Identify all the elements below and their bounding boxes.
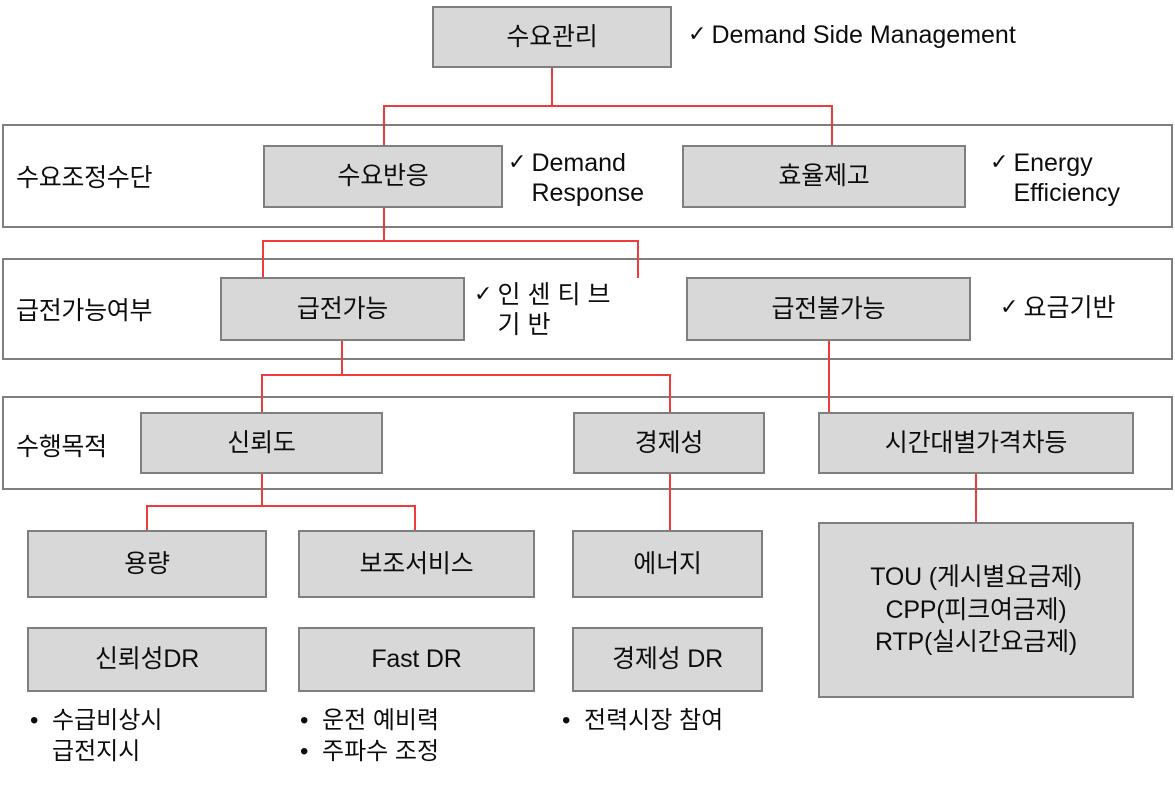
- connector-l3-bus: [261, 374, 671, 376]
- check-icon: ✓: [508, 149, 527, 174]
- list-item-text: 급전지시: [52, 737, 141, 765]
- node-time-of-use-pricing[interactable]: 시간대별가격차등: [818, 412, 1134, 474]
- band-level3: [2, 258, 1173, 360]
- connector-l4-reliability-drop: [261, 374, 263, 412]
- note-incentive-based: ✓ 인센티브 기반: [474, 280, 617, 340]
- node-reliability[interactable]: 신뢰도: [140, 412, 383, 474]
- list-item: • 주파수 조정: [300, 737, 439, 768]
- node-label: 용량: [124, 549, 170, 578]
- node-economic-dr[interactable]: 경제성 DR: [572, 627, 763, 692]
- node-label: 수요반응: [337, 162, 429, 191]
- bullet-dot-icon: •: [30, 707, 39, 734]
- note-text: 인센티브 기반: [497, 280, 617, 340]
- connector-capacity-drop: [146, 505, 148, 531]
- node-fast-dr[interactable]: Fast DR: [298, 627, 535, 692]
- tariff-line-2: CPP(피크여금제): [885, 595, 1067, 624]
- connector-l3-nondispatch-down: [828, 341, 830, 412]
- row-label-purpose: 수행목적: [16, 427, 107, 463]
- list-item: • 전력시장 참여: [562, 706, 723, 737]
- note-line-2: Efficiency: [1013, 179, 1120, 207]
- note-text: 요금기반: [1023, 294, 1116, 322]
- row-label-adjustment-means: 수요조정수단: [16, 158, 153, 194]
- node-demand-response[interactable]: 수요반응: [263, 145, 503, 208]
- connector-reliability-down: [261, 474, 263, 506]
- node-label: 신뢰도: [227, 428, 296, 457]
- connector-l2-left-drop: [383, 105, 385, 145]
- note-demand-side-management: ✓ Demand Side Management: [688, 20, 1016, 50]
- bullet-dot-icon: •: [300, 707, 309, 734]
- tariff-line-1: TOU (게시별요금제): [870, 563, 1082, 592]
- check-icon: ✓: [474, 281, 493, 306]
- bullet-dot-icon: •: [562, 707, 571, 734]
- node-label: 보조서비스: [359, 549, 474, 578]
- connector-l1-bus: [383, 105, 833, 107]
- note-demand-response: ✓ Demand Response: [508, 148, 644, 208]
- list-item-text: 수급비상시: [52, 707, 163, 734]
- check-icon: ✓: [688, 21, 707, 46]
- node-reliability-dr[interactable]: 신뢰성DR: [27, 627, 267, 692]
- check-icon: ✓: [1000, 294, 1019, 319]
- bullet-list-reliability-dr: • 수급비상시 급전지시: [30, 706, 162, 767]
- node-label: 시간대별가격차등: [884, 428, 1068, 457]
- row-label-dispatchability: 급전가능여부: [16, 291, 153, 327]
- note-text: Demand Side Management: [711, 21, 1016, 49]
- node-dispatchable[interactable]: 급전가능: [220, 277, 465, 341]
- check-icon: ✓: [990, 149, 1009, 174]
- connector-ancillary-drop: [414, 505, 416, 531]
- connector-l3-dispatch-down: [341, 341, 343, 375]
- list-item: 급전지시: [30, 737, 162, 768]
- connector-l1-down: [551, 68, 553, 106]
- band-level2: [2, 124, 1173, 228]
- note-line-1: 인센티브: [497, 281, 618, 309]
- connector-reliability-bus: [146, 505, 416, 507]
- note-line-2: 기반: [497, 311, 558, 339]
- node-label: 신뢰성DR: [94, 645, 200, 674]
- list-item: • 수급비상시: [30, 706, 162, 737]
- list-item: • 운전 예비력: [300, 706, 439, 737]
- connector-l3-left-drop: [262, 240, 264, 278]
- list-item-text: 전력시장 참여: [584, 707, 724, 734]
- node-non-dispatchable[interactable]: 급전불가능: [686, 277, 971, 341]
- node-label: 급전불가능: [771, 294, 886, 323]
- row-label-text: 수요조정수단: [16, 164, 153, 192]
- node-label: 효율제고: [778, 162, 870, 191]
- connector-l2-right-drop: [831, 105, 833, 145]
- node-energy[interactable]: 에너지: [572, 530, 763, 598]
- connector-economics-down: [669, 474, 671, 531]
- node-label: 급전가능: [296, 294, 389, 323]
- note-price-based: ✓ 요금기반: [1000, 293, 1115, 323]
- node-label: 수요관리: [506, 22, 598, 51]
- connector-tou-down: [975, 474, 977, 522]
- bullet-list-economic-dr: • 전력시장 참여: [562, 706, 723, 737]
- node-tariff-programs[interactable]: TOU (게시별요금제) CPP(피크여금제) RTP(실시간요금제): [818, 522, 1134, 698]
- node-label: 경제성: [634, 428, 704, 457]
- note-line-2: Response: [531, 179, 645, 207]
- bullet-list-fast-dr: • 운전 예비력 • 주파수 조정: [300, 706, 439, 767]
- note-energy-efficiency: ✓ Energy Efficiency: [990, 148, 1120, 208]
- bullet-dot-icon: •: [300, 737, 309, 765]
- node-label: 에너지: [633, 549, 702, 578]
- node-label: Fast DR: [371, 645, 462, 674]
- row-label-text: 수행목적: [16, 433, 107, 461]
- node-energy-efficiency[interactable]: 효율제고: [682, 145, 966, 208]
- connector-l2-dr-down: [383, 208, 385, 241]
- note-text: Energy Efficiency: [1013, 148, 1120, 208]
- list-item-text: 주파수 조정: [322, 737, 440, 765]
- list-item-text: 운전 예비력: [322, 707, 440, 734]
- note-text: Demand Response: [531, 148, 644, 208]
- connector-l3-right-drop: [637, 240, 639, 278]
- node-label: 경제성 DR: [612, 645, 723, 674]
- tariff-line-3: RTP(실시간요금제): [875, 628, 1077, 657]
- node-demand-management[interactable]: 수요관리: [432, 6, 672, 68]
- row-label-text: 급전가능여부: [16, 297, 153, 325]
- node-ancillary-service[interactable]: 보조서비스: [298, 530, 535, 598]
- node-economics[interactable]: 경제성: [573, 412, 765, 474]
- node-capacity[interactable]: 용량: [27, 530, 267, 598]
- note-line-1: Demand: [531, 149, 626, 177]
- note-line-1: Energy: [1013, 149, 1093, 177]
- connector-l2-bus: [262, 240, 639, 242]
- connector-l4-economics-drop: [669, 374, 671, 412]
